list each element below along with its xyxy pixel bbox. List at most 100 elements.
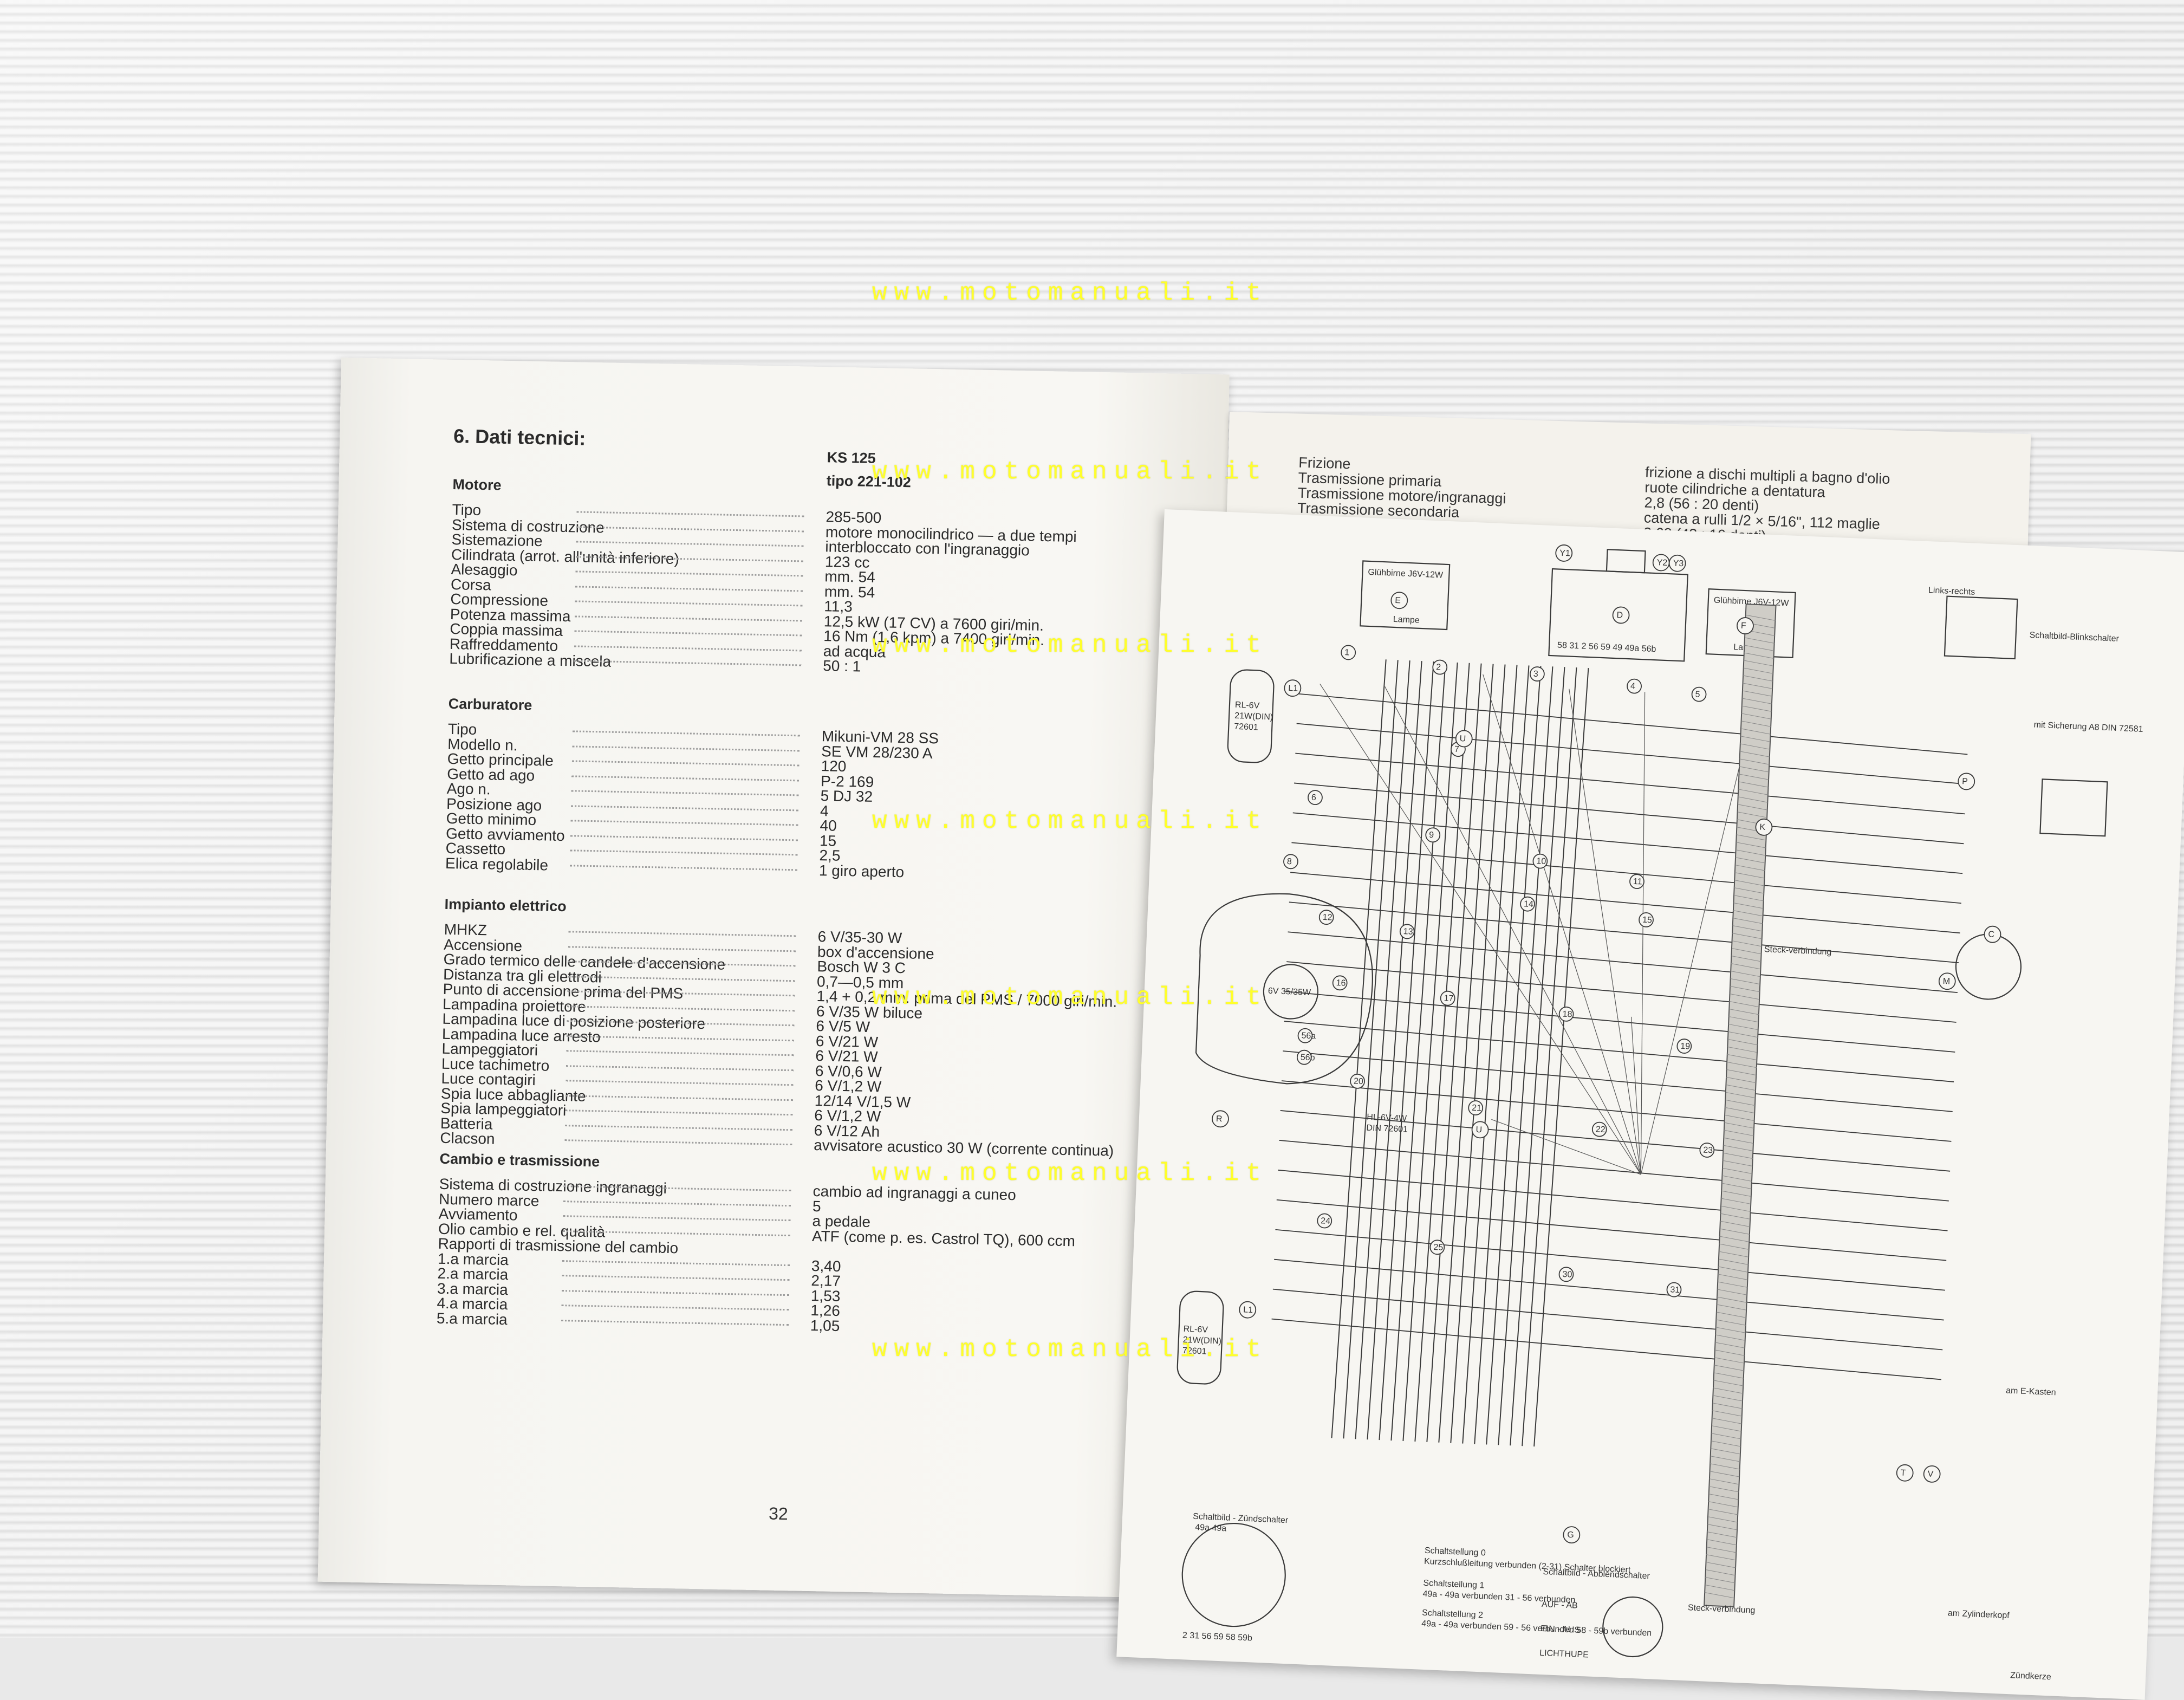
wire [1272, 1288, 1943, 1351]
wire-number-callout [1532, 853, 1548, 869]
wire [1288, 931, 1958, 993]
sleeve-hatch [1733, 918, 1763, 924]
spec-label: Ago n. [446, 780, 491, 798]
component-letter: M [1942, 977, 1950, 987]
leader-dots [575, 585, 803, 592]
leader-dots [568, 931, 796, 937]
sleeve-hatch [1718, 1281, 1747, 1288]
component-letter: P [1962, 777, 1968, 786]
sleeve-hatch [1738, 796, 1768, 803]
wire [1414, 663, 1470, 1442]
leader-dots [576, 511, 804, 517]
ground-wire [1384, 686, 1641, 1175]
wire [1283, 1050, 1953, 1112]
wire [1331, 659, 1387, 1438]
leader-dots [576, 525, 804, 532]
wire [1355, 660, 1410, 1439]
section-heading: Motore [452, 476, 502, 494]
component-letter: C [1988, 930, 1994, 939]
relay-label: 72601 [1234, 722, 1258, 732]
wire [1271, 1318, 1942, 1380]
wire-number: 5 [1695, 690, 1700, 699]
component-letter-callout [1755, 818, 1773, 836]
component-letter: Y2 [1656, 558, 1667, 568]
wire-number: 30 [1562, 1270, 1572, 1280]
sleeve-hatch [1721, 1183, 1752, 1189]
sleeve-hatch [1712, 1418, 1742, 1424]
component-letter-callout [1563, 1526, 1581, 1544]
sleeve-hatch [1743, 667, 1773, 674]
spec-label: Elica regolabile [445, 854, 549, 874]
wire-number-callout [1558, 1267, 1574, 1282]
component-letter: V [1927, 1470, 1934, 1479]
leader-dots [565, 1109, 793, 1116]
wire [1402, 662, 1458, 1442]
leader-dots [574, 615, 802, 621]
sleeve-hatch [1731, 956, 1761, 962]
cable-sleeve [1704, 604, 1777, 1607]
sleeve-hatch [1741, 721, 1771, 727]
wire [1289, 901, 1959, 964]
sleeve-hatch [1727, 1054, 1757, 1061]
component-letter-callout [1923, 1465, 1941, 1483]
wire [1286, 961, 1956, 1023]
sleeve-hatch [1721, 1198, 1751, 1204]
sleeve-hatch [1716, 1312, 1746, 1318]
sleeve-hatch [1705, 1592, 1734, 1599]
wire-number-callout [1318, 910, 1334, 925]
sleeve-hatch [1735, 849, 1766, 856]
leader-dots [571, 790, 799, 796]
terminal-labels: 2 31 56 59 58 59b [1182, 1631, 1253, 1643]
sleeve-hatch [1732, 933, 1762, 939]
wire-number: 15 [1642, 916, 1653, 925]
sleeve-hatch [1726, 1069, 1757, 1076]
spec-value: 120 [821, 757, 847, 775]
sleeve-hatch [1729, 1008, 1759, 1015]
wire-number: 10 [1536, 857, 1546, 866]
sleeve-hatch [1730, 993, 1760, 1000]
sleeve-hatch [1720, 1228, 1750, 1235]
ground-label: am E-Kasten [2006, 1386, 2056, 1397]
wire-number-callout [1432, 659, 1448, 675]
wire [1510, 667, 1565, 1446]
spark-plug-label: Zündkerze [2010, 1671, 2051, 1682]
spec-value: 1,26 [810, 1301, 841, 1320]
component-letter-callout [1284, 679, 1302, 697]
sleeve-hatch [1738, 781, 1769, 788]
relay-label: RL-6V [1183, 1325, 1208, 1335]
wire-number-callout [1558, 1006, 1574, 1022]
spec-value: 5 [812, 1197, 821, 1215]
component-letter-callout [1737, 617, 1754, 634]
spec-value: 1 giro aperto [818, 861, 905, 880]
page-title: 6. Dati tecnici: [453, 425, 586, 450]
wire-number: 9 [1429, 830, 1434, 840]
sleeve-hatch [1734, 887, 1764, 894]
leader-dots [570, 849, 798, 856]
sleeve-hatch [1711, 1448, 1740, 1455]
headlamp-housing [1195, 893, 1373, 1085]
wire-number-callout [1341, 645, 1356, 660]
sleeve-hatch [1710, 1456, 1740, 1462]
sleeve-hatch [1743, 675, 1773, 682]
sleeve-hatch [1739, 774, 1769, 780]
sleeve-hatch [1735, 857, 1765, 864]
wire [1291, 842, 1961, 904]
sleeve-hatch [1709, 1471, 1740, 1477]
wire [1379, 661, 1434, 1441]
sleeve-hatch [1727, 1061, 1757, 1068]
wire-number-callout [1429, 1240, 1445, 1255]
leader-dots [566, 1050, 794, 1056]
sleeve-hatch [1712, 1410, 1742, 1417]
sleeve-hatch [1714, 1349, 1745, 1356]
component-letter: Y1 [1559, 549, 1570, 559]
wire-number: 12 [1322, 913, 1332, 923]
wire-number: 17 [1444, 994, 1454, 1003]
position-title: Schaltstellung 2 [1422, 1608, 1484, 1620]
sleeve-hatch [1710, 1463, 1740, 1470]
lamp-label: Lampe [1393, 615, 1420, 625]
sleeve-hatch [1717, 1289, 1747, 1295]
sleeve-hatch [1730, 978, 1760, 985]
sleeve-hatch [1708, 1509, 1738, 1515]
wire [1280, 1110, 1951, 1172]
